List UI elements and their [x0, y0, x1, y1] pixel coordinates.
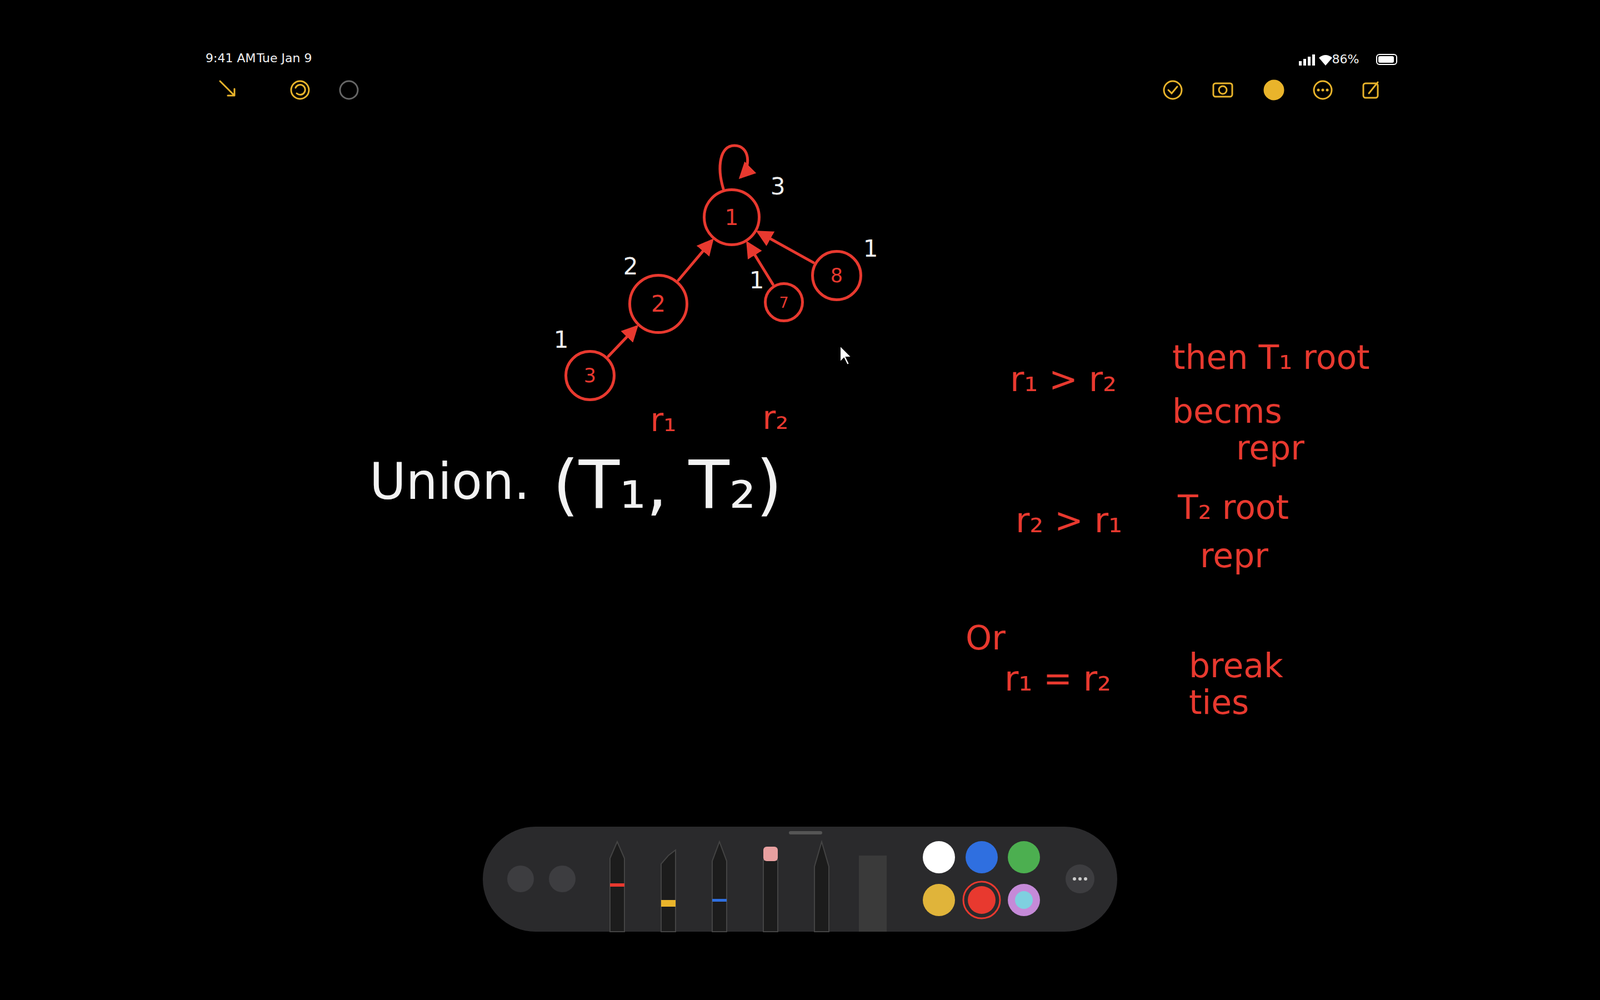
redo-icon: [340, 81, 358, 99]
note-text: T₂ root: [1177, 488, 1289, 526]
rank-number: 3: [770, 173, 786, 200]
status-time: 9:41 AM: [205, 51, 256, 65]
signal-bar: [1312, 54, 1315, 66]
highlighter-band: [661, 900, 676, 907]
collapse-icon: [220, 81, 235, 96]
eraser-tip: [763, 846, 778, 862]
self-loop: [720, 145, 748, 189]
tree-node-circle: 3: [564, 350, 616, 402]
note-text: break: [1188, 647, 1284, 684]
check-icon: [1163, 81, 1182, 99]
redo-button: [548, 865, 576, 893]
color-swatch: [922, 841, 955, 874]
top-toolbar: [220, 80, 1378, 100]
eraser-tool: [763, 860, 778, 932]
undo-icon: [291, 81, 309, 99]
node-number: 8: [830, 266, 843, 286]
tree-node-circle: 7: [763, 282, 804, 323]
note-condition: r₂ > r₁: [1015, 501, 1123, 540]
note-condition: r₁ = r₂: [1004, 660, 1112, 698]
note-text: repr: [1200, 537, 1269, 574]
note-text: Or: [965, 619, 1006, 657]
tool-palette: [482, 826, 1118, 932]
node-number: 7: [778, 295, 789, 310]
note-text: becms: [1172, 392, 1283, 430]
highlighter-tool: [661, 850, 676, 932]
more-dots: [1317, 88, 1329, 92]
note-condition: r₁ > r₂: [1010, 360, 1117, 399]
battery-level: [1378, 56, 1394, 63]
node-number: 3: [583, 366, 597, 386]
signal-bar: [1298, 61, 1302, 66]
operation-name: Union.: [369, 453, 530, 509]
color-swatch: [965, 841, 998, 874]
pencil-band: [712, 898, 727, 902]
rank-number: 1: [553, 327, 569, 353]
status-date: Tue Jan 9: [256, 51, 312, 65]
color-wheel: [1015, 891, 1033, 909]
mouse-cursor: [840, 345, 852, 365]
pencil-tool: [712, 841, 727, 932]
undo-button: [507, 865, 534, 893]
palette-grip: [788, 831, 823, 835]
more-icon: [1313, 81, 1332, 99]
operation-args: (T₁, T₂): [552, 448, 783, 522]
rank-number: 1: [863, 236, 879, 262]
selected-ring: [963, 881, 1000, 919]
camera-icon: [1213, 83, 1233, 97]
signal-bar: [1307, 56, 1311, 66]
wifi-icon: [1318, 55, 1333, 66]
parent-arrow: [608, 327, 637, 357]
ruler-tool: [858, 855, 887, 932]
pen-band: [610, 883, 625, 887]
color-swatch: [1007, 883, 1040, 917]
rank-number: 1: [749, 267, 765, 294]
tree-node-circle: 8: [811, 250, 863, 302]
palette-panel: [482, 826, 1118, 932]
note-text: ties: [1188, 683, 1249, 721]
undo-arrow: [295, 85, 305, 95]
rank-label: r₁: [650, 402, 677, 439]
color-swatch: [1007, 841, 1040, 874]
camera-lens: [1218, 86, 1227, 94]
markup-icon: [1264, 80, 1284, 100]
color-swatch: [967, 886, 996, 914]
rank-label: r₂: [762, 400, 789, 437]
parent-arrow: [758, 232, 814, 263]
color-swatch: [922, 883, 955, 917]
signal-bar: [1303, 58, 1307, 66]
compose-pen: [1368, 82, 1378, 94]
battery-percent: 86%: [1332, 52, 1360, 67]
note-text: repr: [1236, 429, 1305, 467]
note-text: then T₁ root: [1172, 338, 1370, 376]
lasso-tool: [814, 841, 829, 932]
battery-icon: [1376, 54, 1397, 65]
more-button: [1065, 864, 1095, 894]
parent-arrow: [678, 241, 712, 281]
check-mark: [1168, 86, 1178, 94]
node-number: 2: [651, 292, 666, 316]
tree-node-circle: 1: [702, 188, 761, 247]
pen-tool: [610, 841, 625, 932]
rank-number: 2: [623, 253, 639, 280]
tree-node-circle: 2: [628, 273, 689, 334]
node-number: 1: [725, 206, 739, 229]
